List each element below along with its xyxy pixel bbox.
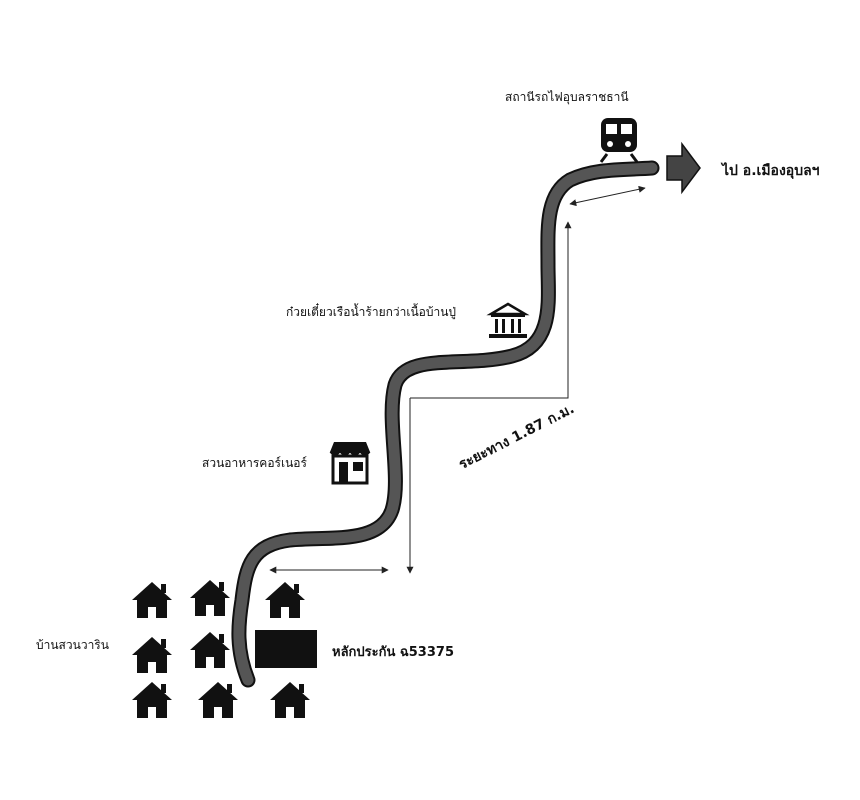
house-icon xyxy=(190,580,230,616)
food-court-label: สวนอาหารคอร์เนอร์ xyxy=(202,454,307,473)
house-icon xyxy=(132,682,172,718)
station-label: สถานีรถไฟอุบลราชธานี xyxy=(505,88,629,107)
destination-label: ไป อ.เมืองอุบลฯ xyxy=(722,160,820,182)
destination-arrow-icon xyxy=(667,144,700,192)
collateral-plot xyxy=(255,630,317,668)
restaurant-label: ก๋วยเตี๋ยวเรือน้ำร้ายกว่าเนื้อบ้านปู่ xyxy=(286,303,456,322)
house-icon xyxy=(198,682,238,718)
train-icon xyxy=(601,118,637,162)
house-icon xyxy=(265,582,305,618)
bank-building-icon xyxy=(489,304,527,338)
distance-line-top xyxy=(570,188,645,204)
road-edge xyxy=(239,168,652,680)
house-icon xyxy=(132,637,172,673)
house-icon xyxy=(190,632,230,668)
collateral-label: หลักประกัน ฉ53375 xyxy=(332,641,454,662)
house-icon xyxy=(270,682,310,718)
road xyxy=(239,168,652,680)
village-label: บ้านสวนวาริน xyxy=(36,636,109,655)
house-icon xyxy=(132,582,172,618)
shop-icon xyxy=(330,442,370,483)
